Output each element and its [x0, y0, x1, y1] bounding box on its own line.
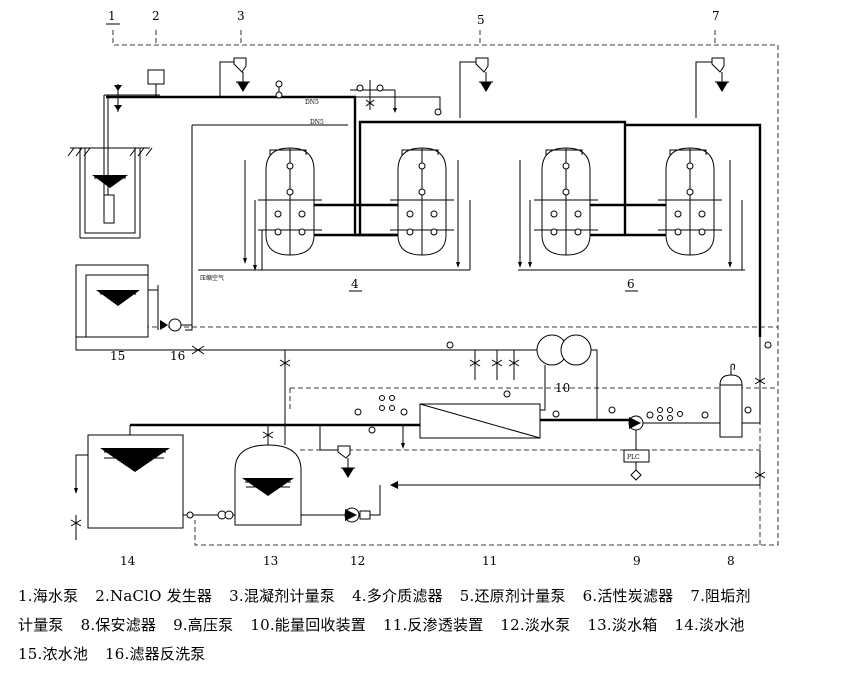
multimedia-filter-b: [390, 147, 471, 270]
top-instruments: [275, 80, 442, 116]
label-3: 3: [237, 9, 245, 23]
process-flow-diagram: 1 2 3 5 7: [67, 9, 779, 568]
multimedia-filter-a: [243, 147, 322, 271]
high-pressure-pump: PLC: [623, 407, 720, 481]
label-9: 9: [633, 554, 641, 568]
label-13: 13: [263, 554, 278, 568]
label-4: 4: [351, 277, 359, 291]
legend-item: 14.淡水池: [674, 616, 745, 634]
fresh-water-pump: [344, 485, 381, 523]
legend-item: 3.混凝剂计量泵: [229, 587, 336, 605]
label-5: 5: [477, 13, 485, 27]
label-8: 8: [727, 554, 735, 568]
legend-item: 12.淡水泵: [500, 616, 571, 634]
label-10: 10: [555, 381, 570, 395]
bottom-labels: 14 13 12 11 9 8: [120, 554, 735, 568]
coagulant-dosing-pump: [219, 57, 250, 97]
label-11: 11: [482, 554, 497, 568]
dashed-control-lines: [80, 30, 779, 546]
legend-item: 10.能量回收装置: [250, 616, 366, 634]
svg-text:DN5: DN5: [305, 99, 319, 106]
label-15: 15: [110, 349, 125, 363]
seawater-well: [67, 95, 153, 239]
legend-item: 16.滤器反洗泵: [105, 645, 206, 663]
label-12: 12: [350, 554, 365, 568]
legend-item: 5.还原剂计量泵: [459, 587, 566, 605]
naclo-generator: [104, 69, 165, 112]
legend-item: 4.多介质滤器: [352, 587, 443, 605]
label-2: 2: [152, 9, 160, 23]
label-16: 16: [170, 349, 185, 363]
carbon-filter-b: [658, 147, 743, 270]
security-filter: [390, 337, 772, 489]
reverse-osmosis-unit: [130, 395, 640, 478]
carbon-filter-a: [518, 147, 598, 268]
fresh-water-tank: [215, 350, 345, 526]
activated-carbon-filters: [518, 147, 743, 270]
label-14: 14: [120, 554, 136, 568]
legend-item: 9.高压泵: [173, 616, 234, 634]
legend-item: 计量泵: [18, 616, 64, 634]
svg-text:DN5: DN5: [310, 119, 324, 126]
legend-item: 7.阻垢剂: [690, 587, 751, 605]
plc-label: PLC: [627, 454, 640, 461]
legend-item: 1.海水泵: [18, 587, 79, 605]
antiscalant-dosing-pump: [695, 57, 729, 118]
legend-item: 2.NaClO 发生器: [95, 587, 213, 605]
top-labels: 1 2 3 5 7: [106, 9, 720, 27]
label-7: 7: [712, 9, 720, 23]
legend-item: 15.浓水池: [18, 645, 89, 663]
fresh-water-pool: [70, 425, 215, 540]
brine-pool: 15 16: [75, 264, 444, 363]
legend-item: 13.淡水箱: [587, 616, 658, 634]
legend-item: 6.活性炭滤器: [582, 587, 674, 605]
energy-recovery-device: 10: [444, 334, 598, 420]
reducing-agent-dosing-pump: [459, 57, 493, 118]
label-1: 1: [108, 9, 116, 23]
multimedia-filters: [243, 147, 471, 271]
compressed-air-label: 压缩空气: [200, 274, 224, 282]
legend: 1.海水泵 2.NaClO 发生器 3.混凝剂计量泵 4.多介质滤器 5.还原剂…: [18, 582, 828, 669]
legend-item: 11.反渗透装置: [382, 616, 484, 634]
label-6: 6: [627, 277, 635, 291]
legend-item: 8.保安滤器: [80, 616, 157, 634]
